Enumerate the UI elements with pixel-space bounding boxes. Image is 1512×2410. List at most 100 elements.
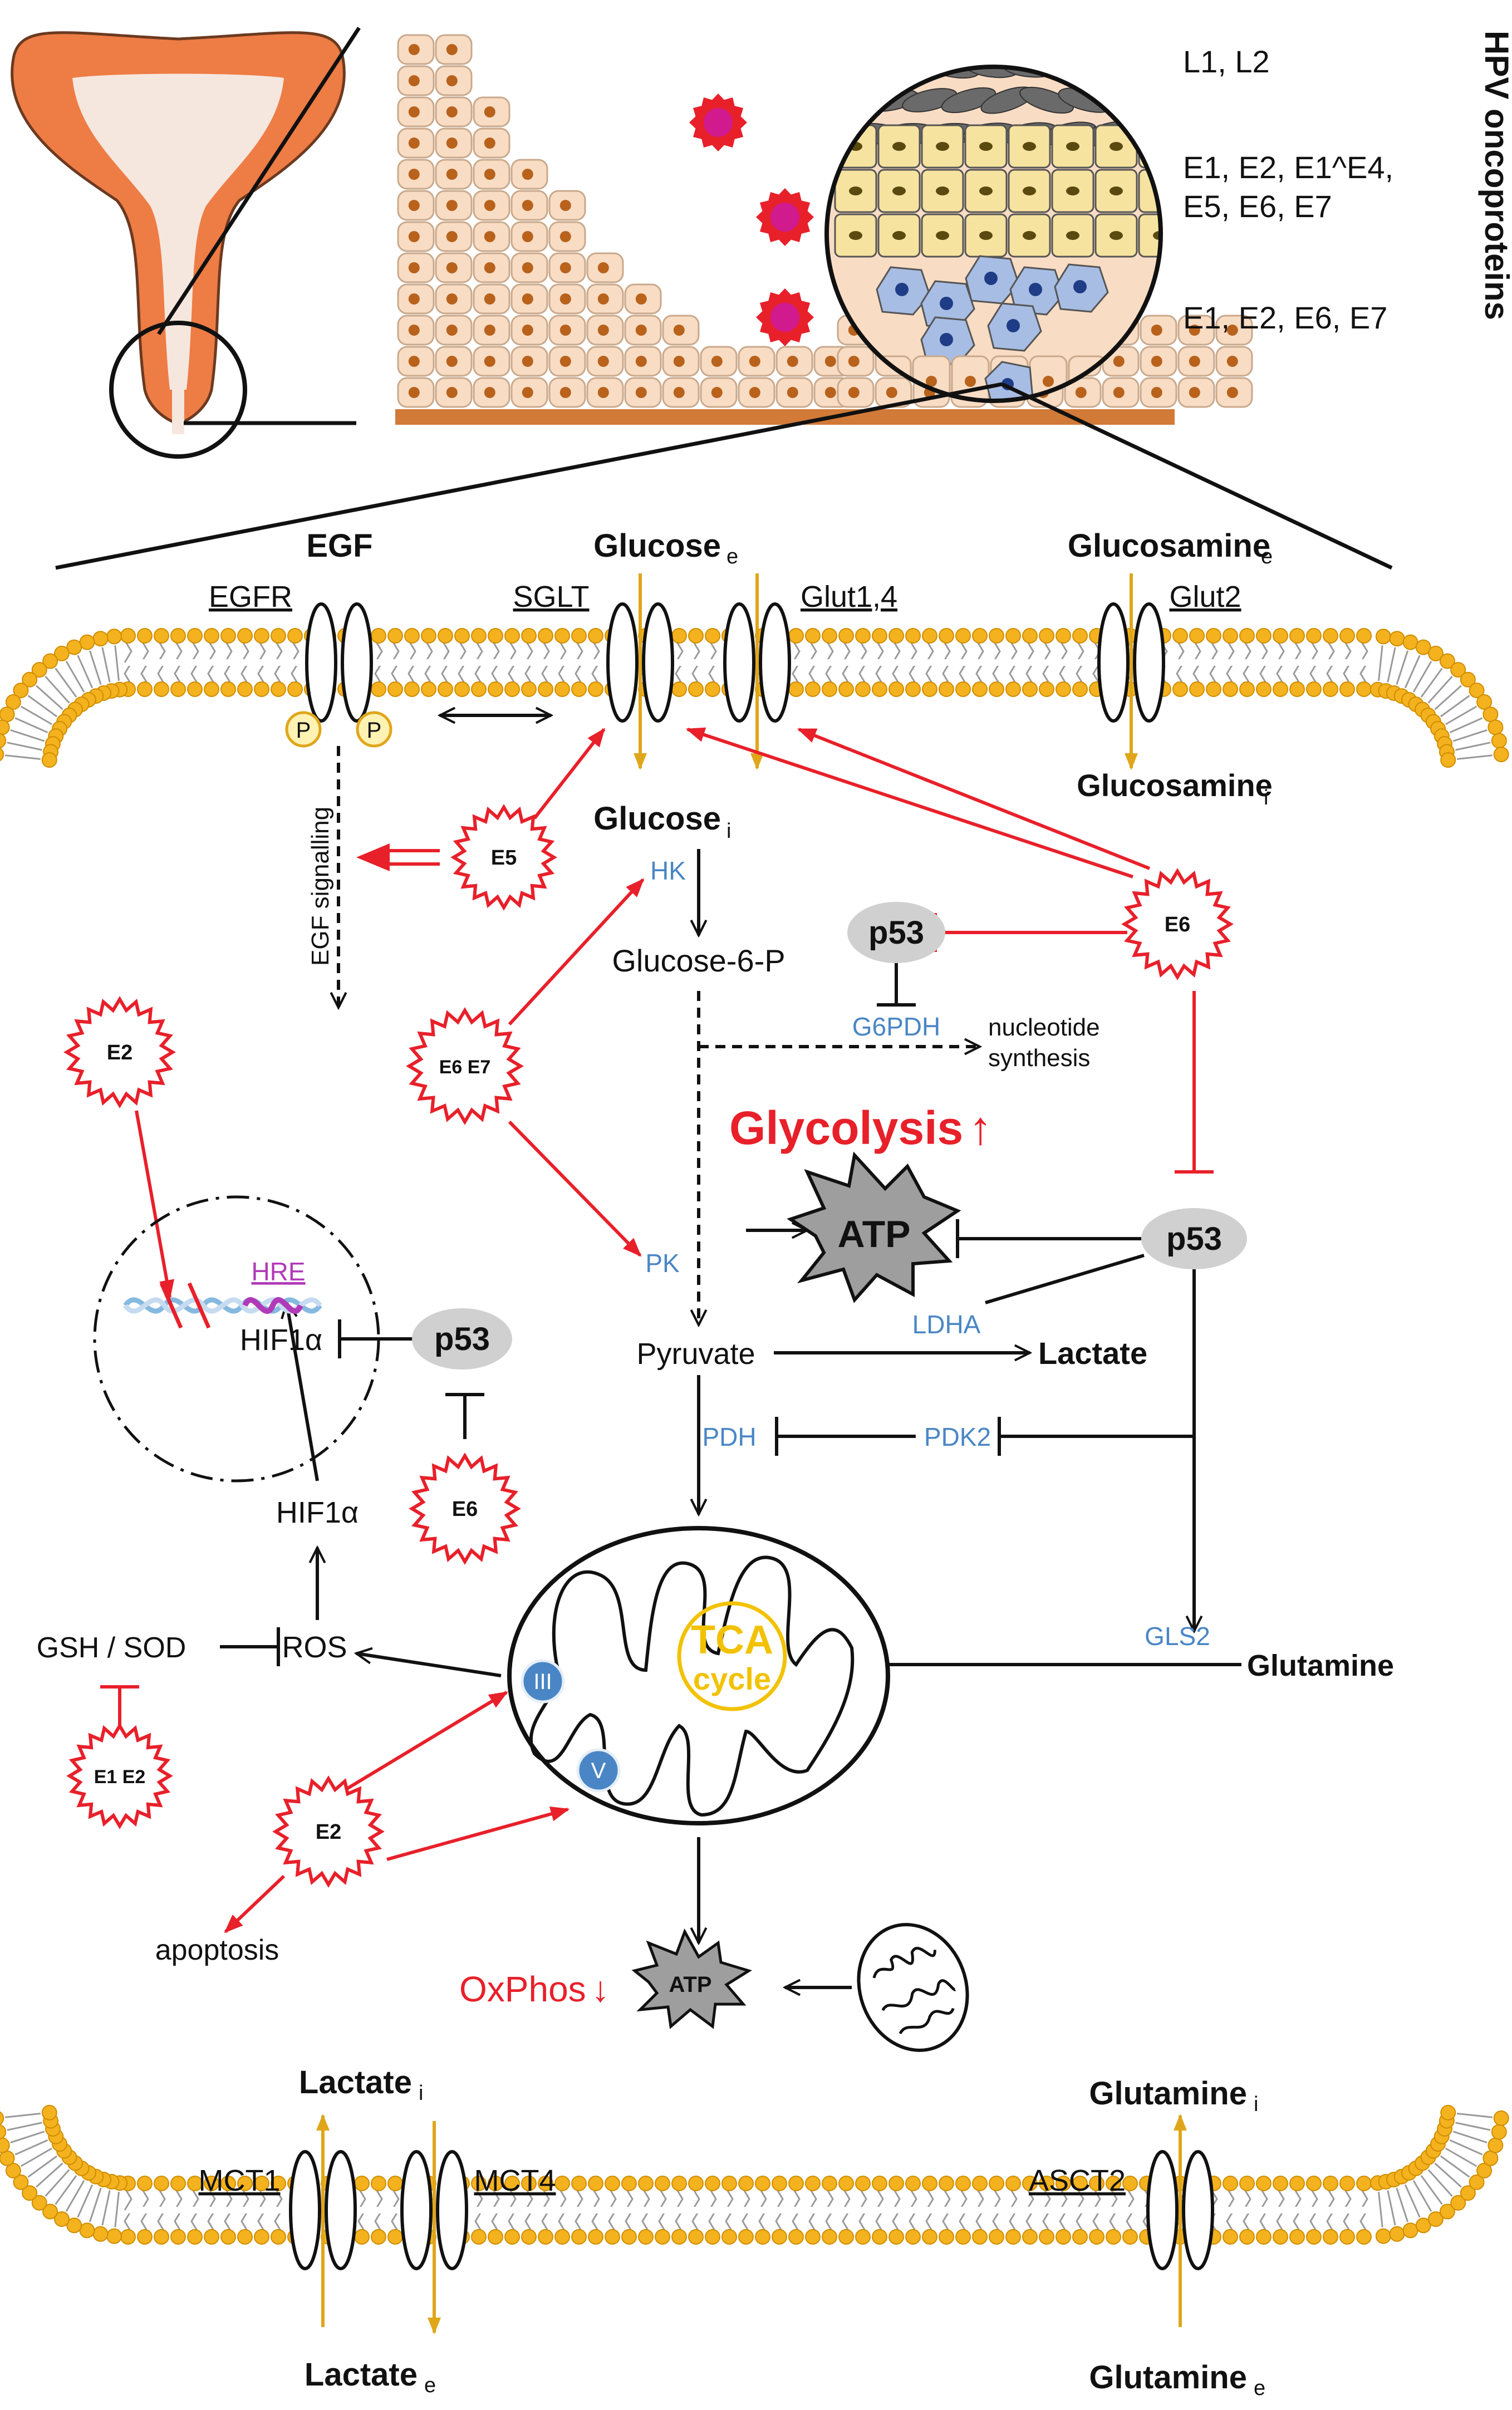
hif-cyto-label: HIF1α bbox=[276, 1496, 359, 1529]
glucose-int-sub: i bbox=[726, 819, 731, 843]
expression-layer2-line1: E1, E2, E1^E4, bbox=[1183, 150, 1393, 185]
apoptosis-label: apoptosis bbox=[155, 1934, 279, 1966]
e2-burst-bottom[interactable]: E2 bbox=[272, 1775, 385, 1888]
g6pdh-label: G6PDH bbox=[852, 1012, 940, 1041]
glutamine-ext-sub: e bbox=[1254, 2377, 1265, 2400]
virion-icon bbox=[689, 94, 747, 151]
glutamine-ext-label: Glutamine bbox=[1089, 2359, 1247, 2396]
small-mitochondrion bbox=[857, 1923, 969, 2052]
phospho-right-label: P bbox=[367, 718, 382, 743]
lactate-ext-label: Lactate bbox=[305, 2357, 418, 2393]
e6-burst-left-label: E6 bbox=[452, 1498, 478, 1521]
asct2-label: ASCT2 bbox=[1029, 2164, 1126, 2197]
membrane-bottom bbox=[0, 2104, 1509, 2245]
e6-to-sglt bbox=[685, 727, 1133, 878]
hif-nucleus-label: HIF1α bbox=[240, 1323, 322, 1357]
e6-to-glut bbox=[797, 728, 1151, 870]
lactate-int-sub: i bbox=[419, 2082, 423, 2105]
mitochondrion[interactable] bbox=[507, 1526, 890, 1825]
p53-top-label: p53 bbox=[868, 915, 924, 951]
expression-labels: L1, L2 E1, E2, E1^E4, E5, E6, E7 E1, E2,… bbox=[1183, 31, 1512, 335]
glucosamine-ext-sub: e bbox=[1261, 545, 1273, 568]
cycle-label: cycle bbox=[693, 1661, 771, 1696]
pk-label: PK bbox=[645, 1249, 680, 1278]
hk-label: HK bbox=[650, 856, 686, 885]
p53-left-label: p53 bbox=[434, 1321, 490, 1357]
ldha-label: LDHA bbox=[912, 1310, 981, 1339]
glucosamine-int-sub: i bbox=[1264, 786, 1268, 809]
e1e2-burst-label: E1 E2 bbox=[94, 1766, 146, 1788]
zoom-lines bbox=[55, 382, 1393, 570]
e1e2-burst[interactable]: E1 E2 bbox=[66, 1722, 173, 1829]
p53-top[interactable]: p53 bbox=[847, 902, 945, 963]
e6e7-burst[interactable]: E6 E7 bbox=[406, 1007, 524, 1125]
mct4-label: MCT4 bbox=[474, 2164, 556, 2197]
virion-icon bbox=[756, 188, 814, 246]
g6p-label: Glucose-6-P bbox=[612, 943, 785, 978]
e2-burst-top[interactable]: E2 bbox=[63, 996, 176, 1108]
glycolysis-label: Glycolysis↑ bbox=[729, 1102, 992, 1154]
asct2-channel[interactable] bbox=[1146, 2150, 1214, 2270]
oxphos-label: OxPhos↓ bbox=[459, 1969, 610, 2009]
p53-to-ldha bbox=[985, 1254, 1145, 1304]
expression-layer2-line2: E5, E6, E7 bbox=[1183, 189, 1332, 224]
hre-label: HRE bbox=[251, 1257, 305, 1286]
atp-large-label: ATP bbox=[838, 1213, 911, 1255]
egfr-label: EGFR bbox=[209, 580, 292, 613]
glucose-ext-label: Glucose bbox=[593, 528, 721, 564]
e6e7-burst-label: E6 E7 bbox=[439, 1057, 491, 1078]
e5-burst-label: E5 bbox=[491, 846, 517, 870]
glutamine-int-sub: i bbox=[1254, 2093, 1258, 2116]
nucleotide-label-2: synthesis bbox=[988, 1044, 1090, 1072]
pyruvate-label: Pyruvate bbox=[636, 1337, 755, 1371]
transport-arrows bbox=[316, 573, 1187, 2334]
side-title: HPV oncoproteins bbox=[1478, 31, 1512, 320]
uterus-illustration bbox=[11, 27, 361, 459]
tca-label: TCA bbox=[691, 1618, 773, 1662]
mct1-label: MCT1 bbox=[199, 2164, 281, 2197]
e5-burst[interactable]: E5 bbox=[450, 804, 557, 911]
glut2-channel[interactable] bbox=[1097, 602, 1165, 723]
glut14-channel[interactable] bbox=[723, 602, 791, 723]
complex3-label: III bbox=[533, 1670, 552, 1694]
e6e7-to-hk bbox=[508, 878, 645, 1026]
phospho-right bbox=[356, 711, 392, 748]
atp-star-large bbox=[787, 1151, 961, 1303]
dna-helix bbox=[123, 1282, 322, 1329]
mct1-channel[interactable] bbox=[289, 2150, 357, 2270]
e2-to-complex3 bbox=[330, 1691, 508, 1800]
e6-burst-right-label: E6 bbox=[1165, 913, 1190, 936]
e6-burst-left[interactable]: E6 bbox=[409, 1452, 521, 1565]
glucose-int-label: Glucose bbox=[593, 801, 721, 837]
complex5-label: V bbox=[591, 1759, 606, 1783]
glucose-ext-sub: e bbox=[726, 545, 738, 568]
virion-icon bbox=[756, 288, 814, 346]
gls2-label: GLS2 bbox=[1145, 1622, 1210, 1651]
egf-label: EGF bbox=[306, 528, 372, 564]
ros-label: ROS bbox=[282, 1631, 347, 1664]
sglt-channel[interactable] bbox=[606, 602, 674, 723]
egfr-channel[interactable]: P P bbox=[285, 602, 392, 748]
pathway-red bbox=[100, 727, 1214, 1933]
hif-to-nucleus bbox=[287, 1303, 319, 1481]
nucleotide-label-1: nucleotide bbox=[988, 1014, 1100, 1041]
glucosamine-int-label: Glucosamine bbox=[1077, 768, 1273, 803]
e6e7-to-pk bbox=[508, 1120, 642, 1257]
lactate-int-label: Lactate bbox=[299, 2064, 412, 2100]
p53-right[interactable]: p53 bbox=[1141, 1208, 1247, 1269]
glucosamine-ext-label: Glucosamine bbox=[1068, 528, 1270, 564]
e5-to-sglt bbox=[533, 728, 606, 819]
p53-left[interactable]: p53 bbox=[412, 1308, 512, 1370]
expression-layer3: E1, E2, E6, E7 bbox=[1183, 300, 1387, 335]
e6-burst-right[interactable]: E6 bbox=[1121, 868, 1234, 980]
e2-burst-top-label: E2 bbox=[107, 1041, 132, 1064]
egf-signalling-label: EGF signalling bbox=[307, 807, 334, 966]
glut14-label: Glut1,4 bbox=[801, 580, 897, 613]
epithelium-illustration bbox=[395, 34, 1253, 425]
e2-burst-bottom-label: E2 bbox=[316, 1820, 341, 1844]
pdh-label: PDH bbox=[702, 1422, 756, 1451]
pdk2-label: PDK2 bbox=[924, 1422, 991, 1451]
mct4-channel[interactable] bbox=[400, 2150, 468, 2270]
pathway-black bbox=[220, 715, 1241, 1987]
